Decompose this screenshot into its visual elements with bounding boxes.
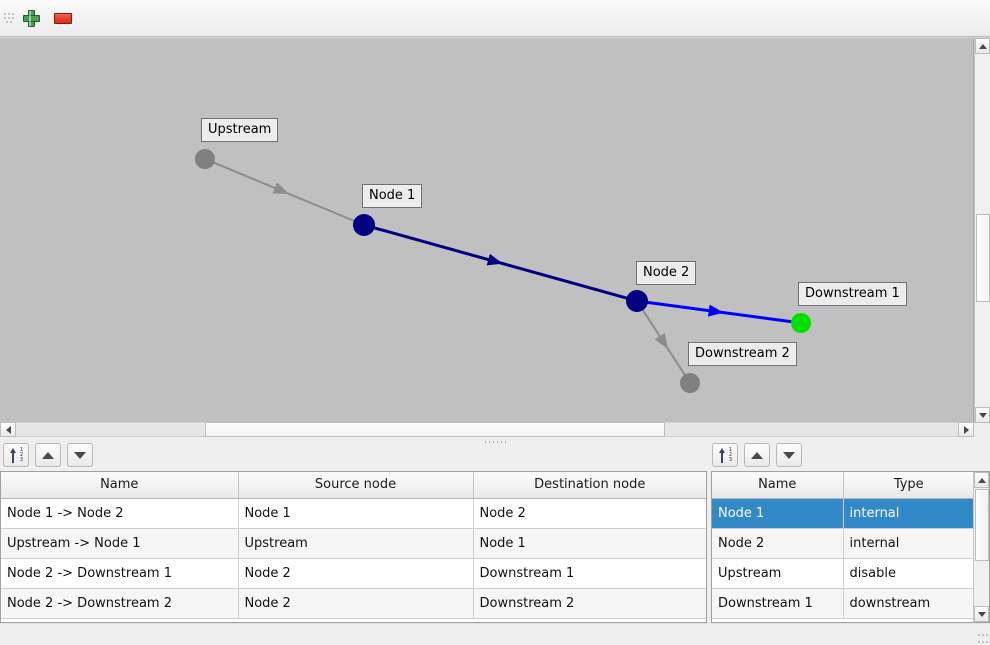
nodes-table-vertical-scrollbar[interactable] [973,472,989,622]
green-plus-icon [22,9,40,27]
table-cell[interactable]: internal [843,528,974,559]
red-minus-icon [54,12,72,24]
graph-node-label-downstream1[interactable]: Downstream 1 [798,282,907,306]
graph-node-downstream2[interactable] [680,373,700,393]
table-cell[interactable]: Upstream -> Node 1 [1,528,239,559]
table-cell[interactable]: Downstream 1 [712,588,844,619]
panel-splitter[interactable] [0,437,990,447]
table-cell[interactable]: Node 2 -> Downstream 1 [1,558,239,589]
scroll-up-arrow-icon[interactable] [974,472,989,488]
move-down-icon [783,451,795,459]
table-cell[interactable]: Upstream [712,558,844,589]
scroll-down-arrow-icon[interactable] [974,606,989,622]
table-cell[interactable]: Upstream [238,528,474,559]
table-cell[interactable]: downstream [843,588,974,619]
graph-horizontal-scrollbar[interactable] [0,422,974,437]
graph-edge-arrow-node1-node2 [486,253,503,266]
table-cell[interactable]: Node 1 [712,498,844,529]
table-cell[interactable]: disable [843,558,974,589]
main-toolbar [0,0,990,37]
nodes-table-vscroll-thumb[interactable] [975,489,989,561]
right-move-up-button[interactable] [744,443,770,467]
table-cell[interactable]: Node 2 [473,498,706,529]
graph-hscroll-trough-right[interactable] [665,422,958,437]
graph-node-label-downstream2[interactable]: Downstream 2 [688,342,797,366]
graph-vscroll-thumb[interactable] [976,214,990,302]
resize-grip-icon[interactable] [976,631,988,643]
column-header-source-node[interactable]: Source node [238,472,474,499]
scroll-left-arrow-icon[interactable] [0,422,16,437]
table-cell[interactable]: Node 1 [473,528,706,559]
table-cell[interactable]: Downstream 1 [473,558,706,589]
splitter-grip-icon [484,441,506,443]
move-up-icon [42,451,54,459]
scroll-right-arrow-icon[interactable] [958,422,974,437]
table-cell[interactable]: Downstream 2 [473,588,706,619]
column-header-destination-node[interactable]: Destination node [473,472,706,499]
add-node-button[interactable] [16,3,46,33]
graph-node-upstream[interactable] [195,149,215,169]
graph-edge-arrow-upstream-node1 [272,182,289,194]
graph-hscroll-trough-left[interactable] [16,422,205,437]
graph-node-label-upstream[interactable]: Upstream [201,118,279,142]
graph-node-node2[interactable] [626,290,648,312]
scroll-up-arrow-icon[interactable] [975,38,990,54]
graph-node-downstream1[interactable] [791,313,811,333]
graph-node-node1[interactable] [353,214,375,236]
left-move-up-button[interactable] [35,443,61,467]
remove-node-button[interactable] [48,3,78,33]
move-up-icon [751,451,763,459]
table-cell[interactable]: Node 2 [712,528,844,559]
graph-svg [195,149,811,393]
table-cell[interactable]: Node 1 [238,498,474,529]
graph-edge-arrow-node2-downstream2 [654,332,668,349]
table-cell[interactable]: internal [843,498,974,529]
table-cell[interactable]: Node 1 -> Node 2 [1,498,239,529]
scroll-down-arrow-icon[interactable] [975,407,990,423]
graph-vertical-scrollbar[interactable] [974,38,990,423]
table-cell[interactable]: Node 2 -> Downstream 2 [1,588,239,619]
drag-grip-icon[interactable] [3,7,14,29]
right-move-down-button[interactable] [776,443,802,467]
column-header-name[interactable]: Name [712,472,844,499]
graph-edge-arrow-node2-downstream1 [707,304,724,317]
graph-node-label-node2[interactable]: Node 2 [636,261,697,285]
column-header-name[interactable]: Name [1,472,239,499]
status-bar [0,623,990,645]
table-cell[interactable]: Node 2 [238,558,474,589]
table-cell[interactable]: Node 2 [238,588,474,619]
move-down-icon [74,451,86,459]
column-header-type[interactable]: Type [843,472,974,499]
graph-node-label-node1[interactable]: Node 1 [362,184,423,208]
graph-hscroll-thumb[interactable] [205,422,665,437]
left-move-down-button[interactable] [67,443,93,467]
